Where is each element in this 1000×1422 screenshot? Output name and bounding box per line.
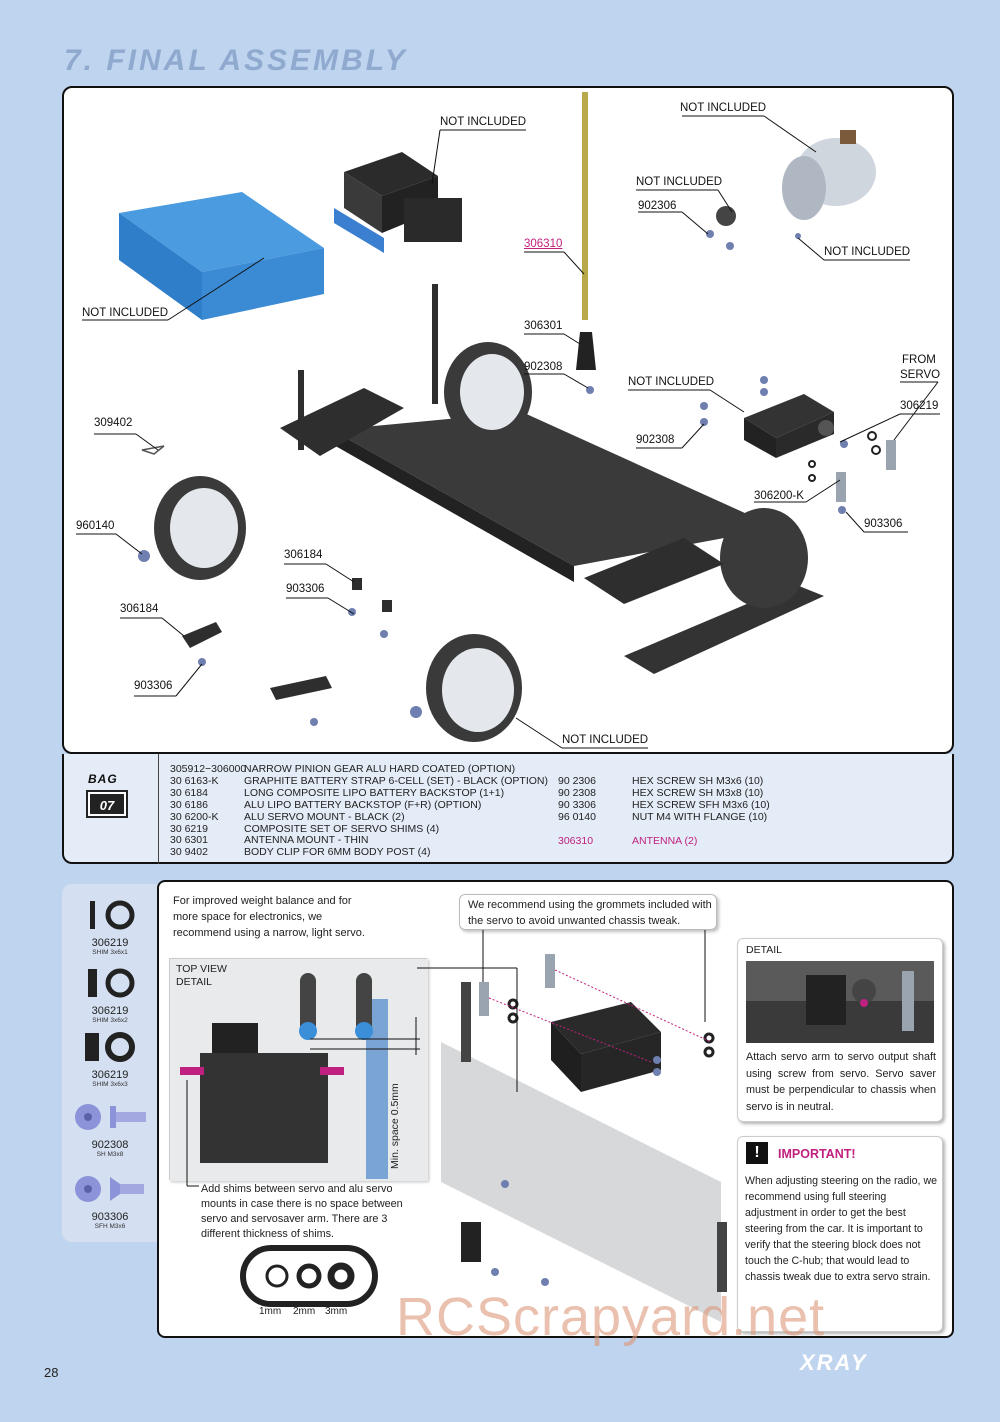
- detail-illustration: [746, 961, 934, 1043]
- battery-backstops: [182, 578, 392, 700]
- label-960140: 960140: [76, 520, 115, 532]
- chassis-plate: [332, 412, 778, 566]
- important-note: When adjusting steering on the radio, we…: [745, 1175, 937, 1283]
- bag-word: BAG: [88, 772, 118, 786]
- motor: [716, 130, 876, 226]
- top-view-detail: TOP VIEW DETAIL Min. space 0.5mm: [169, 958, 428, 1181]
- label-309402: 309402: [94, 417, 133, 429]
- label-902306: 902306: [638, 200, 677, 212]
- suspension-parts: [280, 284, 724, 604]
- label-not-included-battery: NOT INCLUDED: [82, 307, 169, 319]
- servo-mount-illustration: [441, 954, 727, 1322]
- exclamation-icon: !: [746, 1142, 768, 1164]
- bag-indicator: BAG 07: [86, 772, 128, 818]
- top-view-label-1: TOP VIEW: [176, 963, 227, 975]
- grommet-callout: We recommend using the grommets included…: [459, 894, 717, 930]
- label-not-included-servo: NOT INCLUDED: [628, 376, 715, 388]
- hardware-shim-3: 306219 SHIM 3x6x3: [62, 1030, 158, 1089]
- shim-size-3mm: 3mm: [325, 1306, 348, 1317]
- final-assembly-diagram: NOT INCLUDED NOT INCLUDED NOT INCLUDED 9…: [62, 86, 954, 754]
- label-not-included-screw: NOT INCLUDED: [824, 246, 911, 258]
- label-not-included-esc: NOT INCLUDED: [440, 116, 527, 128]
- shim-note: Add shims between servo and alu servo mo…: [201, 1183, 403, 1240]
- servo-instructions-panel: For improved weight balance and for more…: [157, 880, 954, 1338]
- bag-number: 07: [86, 790, 128, 818]
- cap-screw-icon: [75, 1104, 146, 1130]
- label-306200k: 306200-K: [754, 490, 804, 502]
- brand-logo: XRAY: [800, 1350, 868, 1375]
- label-902308-servo: 902308: [636, 434, 675, 446]
- label-306219: 306219: [900, 400, 939, 412]
- weight-balance-note: For improved weight balance and for more…: [173, 895, 365, 939]
- label-306184-a: 306184: [284, 549, 323, 561]
- min-space-label: Min. space 0.5mm: [389, 1083, 401, 1169]
- watermark: RCScrapyard.net: [396, 1287, 826, 1347]
- shim-icon: [85, 1032, 135, 1062]
- battery-pack: [119, 192, 324, 320]
- label-306301: 306301: [524, 320, 563, 332]
- label-306310: 306310: [524, 238, 563, 250]
- servo: [744, 394, 834, 458]
- detail-title: DETAIL: [746, 944, 782, 956]
- shim-icon: [88, 968, 135, 998]
- shim-size-1mm: 1mm: [259, 1306, 282, 1317]
- top-view-label-2: DETAIL: [176, 976, 212, 988]
- wheels: [154, 342, 808, 742]
- label-from-servo-2: SERVO: [900, 369, 941, 381]
- body-clip: [141, 445, 165, 455]
- servo-detail-box: DETAIL Attach servo arm to servo output …: [737, 938, 943, 1122]
- label-902308-antenna: 902308: [524, 361, 563, 373]
- hardware-panel: 306219 SHIM 3x6x1 306219 SHIM 3x6x2 3062…: [62, 884, 158, 1242]
- label-not-included-motor: NOT INCLUDED: [680, 102, 767, 114]
- bag-divider: [158, 754, 159, 864]
- hardware-screw-903306: 903306 SFH M3x6: [62, 1172, 158, 1231]
- label-from-servo-1: FROM: [902, 354, 936, 366]
- chassis-illustration: [76, 92, 940, 749]
- leader-lines: [76, 115, 940, 749]
- shim-tree-icon: [240, 1245, 378, 1307]
- label-not-included-pinion: NOT INCLUDED: [636, 176, 723, 188]
- page-number: 28: [44, 1365, 59, 1380]
- countersunk-screw-icon: [75, 1176, 144, 1202]
- detail-note: Attach servo arm to servo output shaft u…: [746, 1051, 936, 1113]
- esc-unit: [334, 152, 462, 253]
- hardware-shim-2: 306219 SHIM 3x6x2: [62, 966, 158, 1025]
- important-box: ! IMPORTANT! When adjusting steering on …: [737, 1136, 943, 1332]
- servo-mount-parts: [808, 431, 896, 502]
- page-title: 7. FINAL ASSEMBLY: [64, 44, 408, 77]
- shim-size-2mm: 2mm: [293, 1306, 316, 1317]
- label-306184-b: 306184: [120, 603, 159, 615]
- hardware-screw-902308: 902308 SH M3x8: [62, 1100, 158, 1159]
- shim-icon: [90, 900, 135, 930]
- label-903306-a: 903306: [286, 583, 325, 595]
- front-bumper: [624, 584, 824, 674]
- antenna-mount: [576, 332, 596, 370]
- label-903306-servo: 903306: [864, 518, 903, 530]
- hardware-shim-1: 306219 SHIM 3x6x1: [62, 898, 158, 957]
- label-903306-b: 903306: [134, 680, 173, 692]
- antenna-tube: [582, 92, 588, 320]
- label-not-included-wheel: NOT INCLUDED: [562, 734, 649, 746]
- important-title: IMPORTANT!: [778, 1147, 856, 1161]
- top-view-illustration: [170, 959, 428, 1181]
